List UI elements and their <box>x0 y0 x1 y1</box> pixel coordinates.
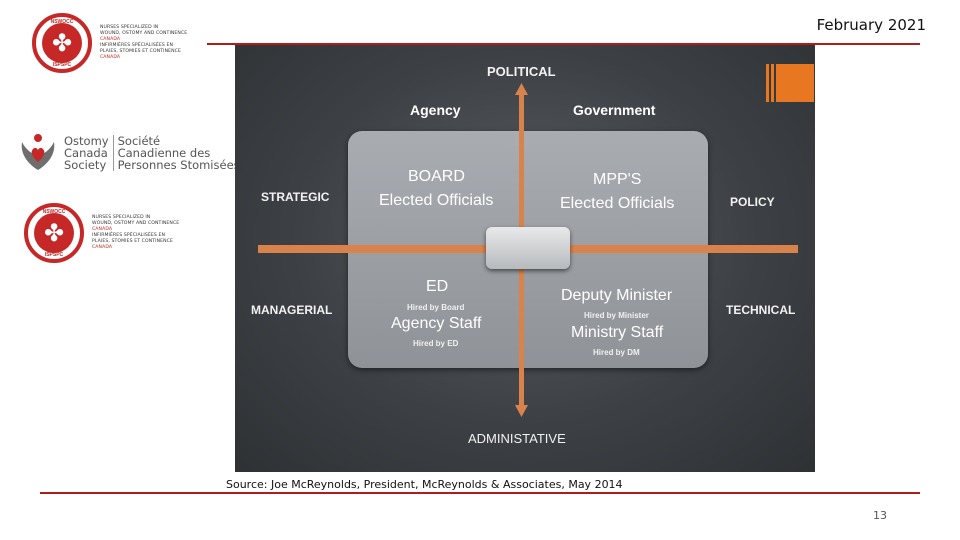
quadrant-board-title: BOARD <box>408 168 465 185</box>
axis-label-managerial: MANAGERIAL <box>251 303 333 317</box>
arrow-down-icon <box>515 405 528 417</box>
nswoc-logo-text: NURSES SPECIALIZED IN WOUND, OSTOMY AND … <box>100 25 188 60</box>
axis-label-top: POLITICAL <box>487 64 556 79</box>
footer-divider <box>40 492 920 494</box>
center-node <box>486 227 570 269</box>
page-number: 13 <box>873 509 887 522</box>
quadrant-ed-sub2: Hired by ED <box>413 339 459 348</box>
axis-label-policy: POLICY <box>730 195 775 209</box>
nswoc-seal-icon: NSWOCC ✤ ISPSPC <box>32 13 92 73</box>
header-divider <box>207 43 920 45</box>
quadrant-agency-staff: Agency Staff <box>391 315 482 332</box>
source-caption: Source: Joe McReynolds, President, McRey… <box>226 478 623 491</box>
quadrant-deputy-minister: Deputy Minister <box>561 287 673 304</box>
maple-leaf-icon: ✤ <box>51 29 73 57</box>
axis-label-strategic: STRATEGIC <box>261 190 330 204</box>
quadrant-dm-sub1: Hired by Minister <box>584 311 649 320</box>
nswoc-logo-top: NSWOCC ✤ ISPSPC NURSES SPECIALIZED IN WO… <box>32 13 187 73</box>
maple-leaf-icon-2: ✤ <box>43 219 65 247</box>
axis-label-technical: TECHNICAL <box>726 303 796 317</box>
quadrant-mpps-title: MPP'S <box>593 171 642 188</box>
header-government: Government <box>573 102 656 118</box>
quadrant-ed-title: ED <box>426 278 449 295</box>
axis-label-bottom: ADMINISTATIVE <box>468 431 566 446</box>
nswoc-seal-icon-2: NSWOCC ✤ ISPSPC <box>24 203 84 263</box>
ostomy-canada-names: Ostomy Canada Society Société Canadienne… <box>64 134 240 172</box>
quadrant-board-subtitle: Elected Officials <box>379 192 494 209</box>
quadrant-dm-sub2: Hired by DM <box>593 348 640 357</box>
ostomy-hands-heart-icon <box>21 134 55 170</box>
slide-date: February 2021 <box>816 16 926 34</box>
quadrant-mpps-subtitle: Elected Officials <box>560 195 675 212</box>
orange-stripes-mark <box>766 64 814 102</box>
quadrant-ministry-staff: Ministry Staff <box>571 324 664 341</box>
nswoc-logo-text-2: NURSES SPECIALIZED IN WOUND, OSTOMY AND … <box>92 215 180 250</box>
ostomy-canada-logo: Ostomy Canada Society Société Canadienne… <box>18 132 240 174</box>
header-agency: Agency <box>410 102 461 118</box>
arrow-up-icon <box>515 83 528 95</box>
quadrant-ed-sub1: Hired by Board <box>407 303 465 312</box>
nswoc-logo-bottom: NSWOCC ✤ ISPSPC NURSES SPECIALIZED IN WO… <box>24 203 179 263</box>
